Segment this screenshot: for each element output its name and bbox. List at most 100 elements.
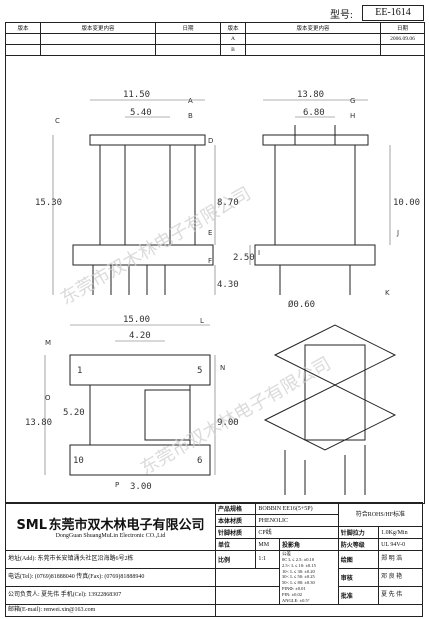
company-cell: SML 东莞市双木林电子有限公司 DongGuan ShuangMuLin El… — [5, 502, 216, 551]
rev-col: 版本 — [220, 22, 246, 34]
field-value: renwei.xin@163.com — [43, 607, 96, 614]
revision-header-row: 版本 版本变更内容 日期 版本 版本变更内容 日期 — [5, 22, 425, 34]
field-value: 夏先伟 — [41, 592, 60, 599]
marker-label: M — [45, 339, 51, 347]
rev-col: 日期 — [155, 22, 221, 34]
dim-label: 11.50 — [123, 90, 150, 100]
field-value: PHENOLIC — [255, 514, 339, 527]
dim-label: 6.80 — [303, 108, 325, 118]
tolerance-line: 10< L ≤ 30: ±0.20 — [282, 568, 315, 574]
field-label: 公差 — [282, 551, 292, 556]
field-label: 单位 — [214, 538, 257, 551]
table-row: B — [5, 44, 425, 56]
tolerance-line: PINФ: ±0.01 — [282, 586, 306, 592]
rev-cell — [155, 33, 221, 45]
standard-value: 符合ROHS/HF标准 — [337, 502, 424, 527]
marker-label: C — [55, 117, 60, 125]
field-label: 公司负责人: — [8, 592, 40, 599]
field-label: 防火等级 — [337, 538, 380, 551]
dim-label: 15.30 — [35, 198, 62, 208]
marker-label: L — [200, 317, 204, 325]
rev-cell — [245, 33, 381, 45]
table-row: 单位 MM 投影角 防火等级 UL 94V-0 — [6, 538, 423, 551]
dim-label: 5.40 — [130, 108, 152, 118]
marker-label: J — [396, 229, 399, 237]
dim-label: Ø0.60 — [288, 299, 315, 310]
blank-cell — [214, 585, 281, 605]
marker-label: H — [350, 112, 355, 120]
marker-label: K — [385, 289, 390, 297]
pin-label: 10 — [73, 456, 84, 466]
pin-label: 5 — [197, 366, 202, 376]
field-value: 邓 良 艳 — [378, 567, 423, 587]
rev-col: 版本变更内容 — [245, 22, 381, 34]
field-value: 郑 明 浩 — [378, 550, 423, 569]
marker-label: I — [258, 249, 260, 257]
dim-label: 8.70 — [217, 198, 239, 208]
field-label: 针脚拉力 — [337, 526, 380, 539]
tolerance-line: PIN: ±0.02 — [282, 591, 303, 597]
field-value: UL 94V-0 — [378, 538, 423, 551]
field-value: CP线 — [255, 526, 339, 539]
company-logo: SML — [16, 518, 48, 533]
field-label: 邮箱(E-mail): — [8, 607, 42, 614]
dim-label: 4.20 — [129, 331, 151, 341]
table-row: 公司负责人: 夏先伟 手机(Cel): 13922868307 批准 夏 先 伟 — [5, 585, 423, 605]
address-cell: 地址(Add): 东莞市长安镇涌头社区沿海路6号2栋 — [5, 550, 216, 569]
rev-col: 版本 — [5, 22, 41, 34]
field-label: 比例 — [214, 550, 257, 569]
revision-table: 版本 版本变更内容 日期 版本 版本变更内容 日期 A 2006.09.06 B — [5, 22, 425, 56]
table-row: 电话(Tel): (0769)81888040 传真(Fax): (0769)8… — [5, 567, 423, 587]
company-name-cn: 东莞市双木林电子有限公司 — [48, 518, 205, 533]
rev-cell — [5, 44, 41, 56]
pin-label: 1 — [77, 366, 82, 376]
field-value: (0769)81888040 — [34, 574, 75, 581]
field-label: 电话(Tel): — [8, 574, 34, 581]
rev-cell: B — [220, 44, 246, 56]
dim-label: 4.30 — [217, 280, 239, 290]
marker-label: N — [220, 364, 225, 372]
tel-cell: 电话(Tel): (0769)81888040 传真(Fax): (0769)8… — [5, 567, 216, 587]
field-value: 13922868307 — [88, 592, 122, 599]
rev-cell — [40, 33, 156, 45]
manager-cell: 公司负责人: 夏先伟 手机(Cel): 13922868307 — [5, 585, 216, 605]
rev-col: 日期 — [380, 22, 425, 34]
table-row: A 2006.09.06 — [5, 33, 425, 45]
marker-label: E — [208, 229, 212, 237]
field-value: 1:1 — [255, 550, 281, 569]
tolerance-line: 2.5< L ≤ 10: ±0.15 — [282, 562, 316, 568]
field-label: 批准 — [337, 585, 380, 605]
table-row: 邮箱(E-mail): renwei.xin@163.com — [5, 603, 423, 617]
company-name-en: DongGuan ShuangMuLin Electronic CO.,Ltd — [55, 533, 166, 539]
marker-label: O — [45, 394, 51, 402]
blank-cell — [214, 567, 281, 587]
tolerance-cell: 公差 0C L ≤ 2.5: ±0.10 2.5< L ≤ 10: ±0.15 … — [279, 550, 339, 605]
dim-label: 9.00 — [217, 418, 239, 428]
model-label: 型号: — [330, 10, 353, 21]
marker-label: F — [208, 257, 212, 265]
field-label: 传真(Fax): — [76, 574, 103, 581]
field-label: 绘图 — [337, 550, 380, 569]
tolerance-line: 30< L ≤ 50: ±0.25 — [282, 574, 315, 580]
field-value: 东莞市长安镇涌头社区沿海路6号2栋 — [37, 556, 134, 563]
model-value: EE-1614 — [362, 5, 424, 21]
field-label: 地址(Add): — [8, 556, 36, 563]
field-label: 手机(Cel): — [60, 592, 87, 599]
marker-label: A — [188, 97, 193, 105]
blank-cell — [215, 603, 423, 617]
field-value: (0769)81888940 — [104, 574, 145, 581]
rev-cell — [5, 33, 41, 45]
field-label: 审核 — [337, 567, 380, 587]
technical-drawing: 东莞市双木林电子有限公司 东莞市双木林电子有限公司 11.50 5.40 15.… — [25, 90, 420, 495]
field-label: 产品规格 — [214, 502, 257, 515]
dim-label: 5.20 — [63, 408, 85, 418]
tolerance-line: 50< L ≤ 80: ±0.30 — [282, 580, 315, 586]
dim-label: 10.00 — [393, 198, 420, 208]
marker-label: P — [115, 481, 119, 489]
field-label: 针脚材质 — [214, 526, 257, 539]
field-value: 1.0Kg/Min — [378, 526, 423, 539]
field-value: 夏 先 伟 — [378, 585, 423, 605]
table-row: SML 东莞市双木林电子有限公司 DongGuan ShuangMuLin El… — [5, 502, 424, 551]
field-label: 投影角 — [279, 538, 339, 551]
title-block: SML 东莞市双木林电子有限公司 DongGuan ShuangMuLin El… — [5, 502, 424, 617]
